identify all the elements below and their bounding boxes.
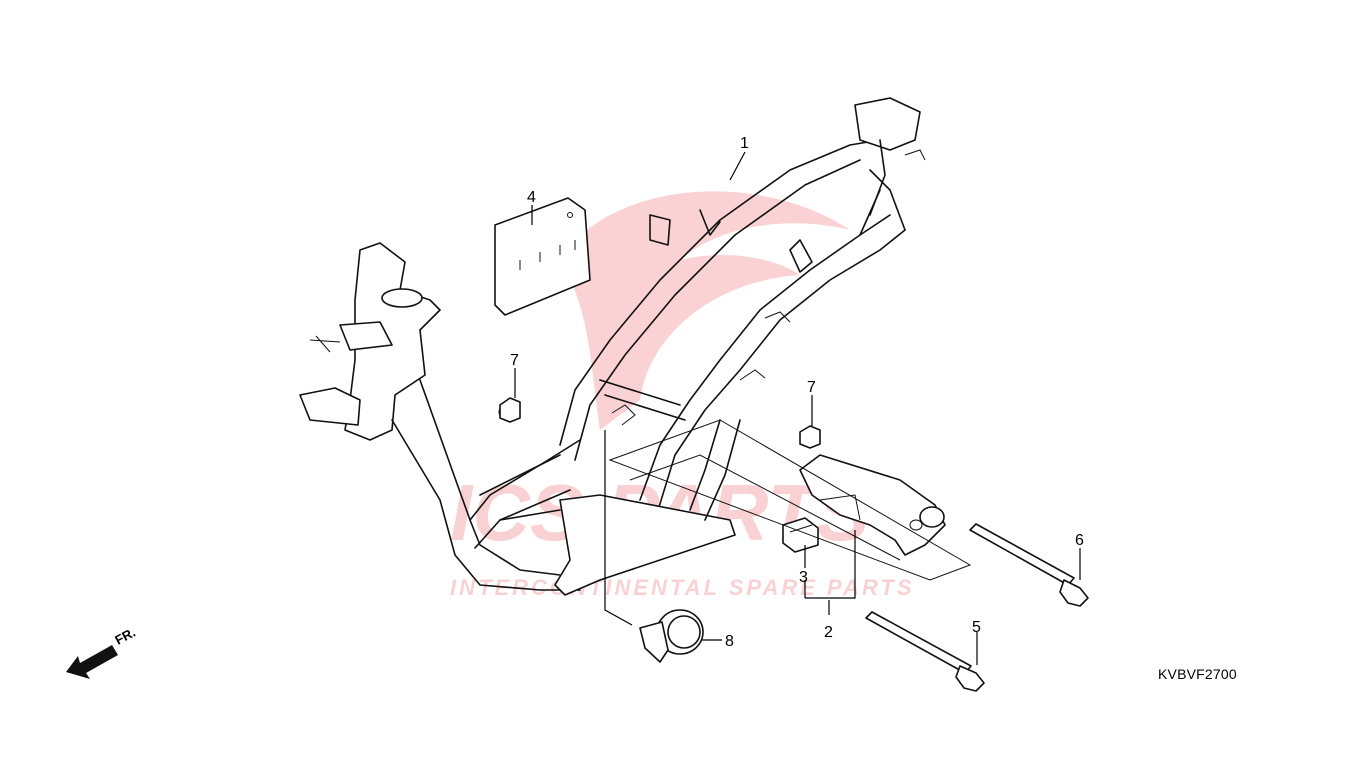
callout-1: 1 (740, 135, 749, 152)
nut-part-a (499, 397, 521, 423)
callout-4: 4 (527, 189, 536, 206)
callout-7a: 7 (510, 352, 519, 369)
diagram-code: KVBVF2700 (1158, 666, 1237, 682)
callout-6: 6 (1075, 532, 1084, 549)
callout-2: 2 (824, 624, 833, 641)
leader-lines (514, 151, 1081, 665)
callout-8: 8 (725, 633, 734, 650)
plate-part (494, 197, 591, 316)
reference-outline (608, 419, 972, 581)
callout-labels: 1 2 3 4 5 6 7 7 8 (510, 135, 1084, 650)
bolt-long-part (969, 523, 1089, 607)
clamp-part (639, 609, 704, 663)
callout-5: 5 (972, 619, 981, 636)
watermark-logo-icon (560, 191, 850, 430)
callout-7b: 7 (807, 379, 816, 396)
callout-3: 3 (799, 569, 808, 586)
rubber-part (782, 517, 819, 553)
frame-body-part (299, 97, 926, 596)
watermark-tagline: INTERCONTINENTAL SPARE PARTS (450, 575, 915, 600)
arrow-left-icon (66, 645, 118, 679)
bolt-short-part (865, 611, 985, 692)
direction-label: FR. (112, 625, 138, 648)
front-direction-indicator: FR. (66, 625, 138, 679)
nut-part-b (799, 425, 821, 449)
